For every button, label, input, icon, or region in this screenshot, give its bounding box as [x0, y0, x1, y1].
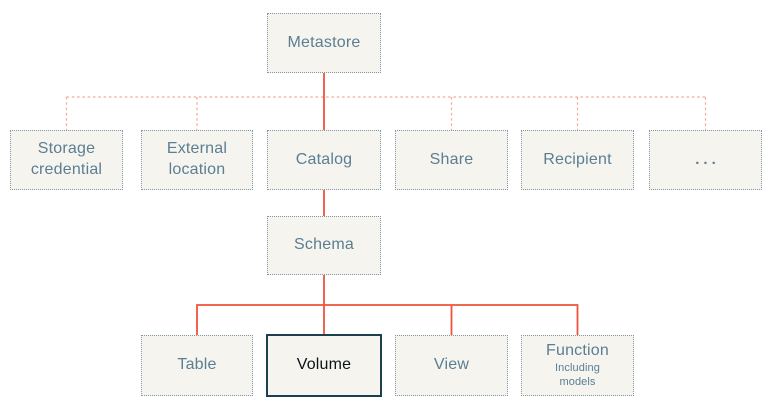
node-share: Share [395, 130, 508, 190]
dotted-connector-group [65, 96, 707, 130]
node-external-location: External location [141, 130, 253, 190]
node-table-label: Table [177, 356, 217, 374]
node-metastore: Metastore [267, 13, 381, 73]
node-view: View [395, 335, 508, 396]
node-storage-credential: Storage credential [10, 130, 123, 190]
node-volume-label: Volume [296, 356, 352, 374]
node-more-label: ... [695, 151, 720, 169]
node-view-label: View [433, 356, 470, 374]
node-schema: Schema [267, 216, 381, 275]
node-function-sublabel: Including models [555, 362, 600, 388]
node-function-label: Function [546, 342, 609, 360]
node-catalog: Catalog [267, 130, 381, 190]
node-metastore-label: Metastore [287, 33, 361, 51]
connector-level4-bus [196, 304, 579, 335]
node-share-label: Share [429, 150, 474, 168]
node-catalog-label: Catalog [295, 150, 353, 168]
node-volume: Volume [266, 334, 382, 397]
node-recipient: Recipient [521, 130, 634, 190]
node-more-ellipsis: ... [649, 130, 762, 190]
node-recipient-label: Recipient [543, 150, 612, 168]
solid-connector-group [196, 73, 579, 335]
node-storage-credential-label: Storage credential [30, 140, 103, 178]
node-schema-label: Schema [294, 236, 354, 254]
node-function: Function Including models [521, 335, 634, 396]
node-external-location-label: External location [166, 140, 228, 178]
node-table: Table [141, 335, 253, 396]
